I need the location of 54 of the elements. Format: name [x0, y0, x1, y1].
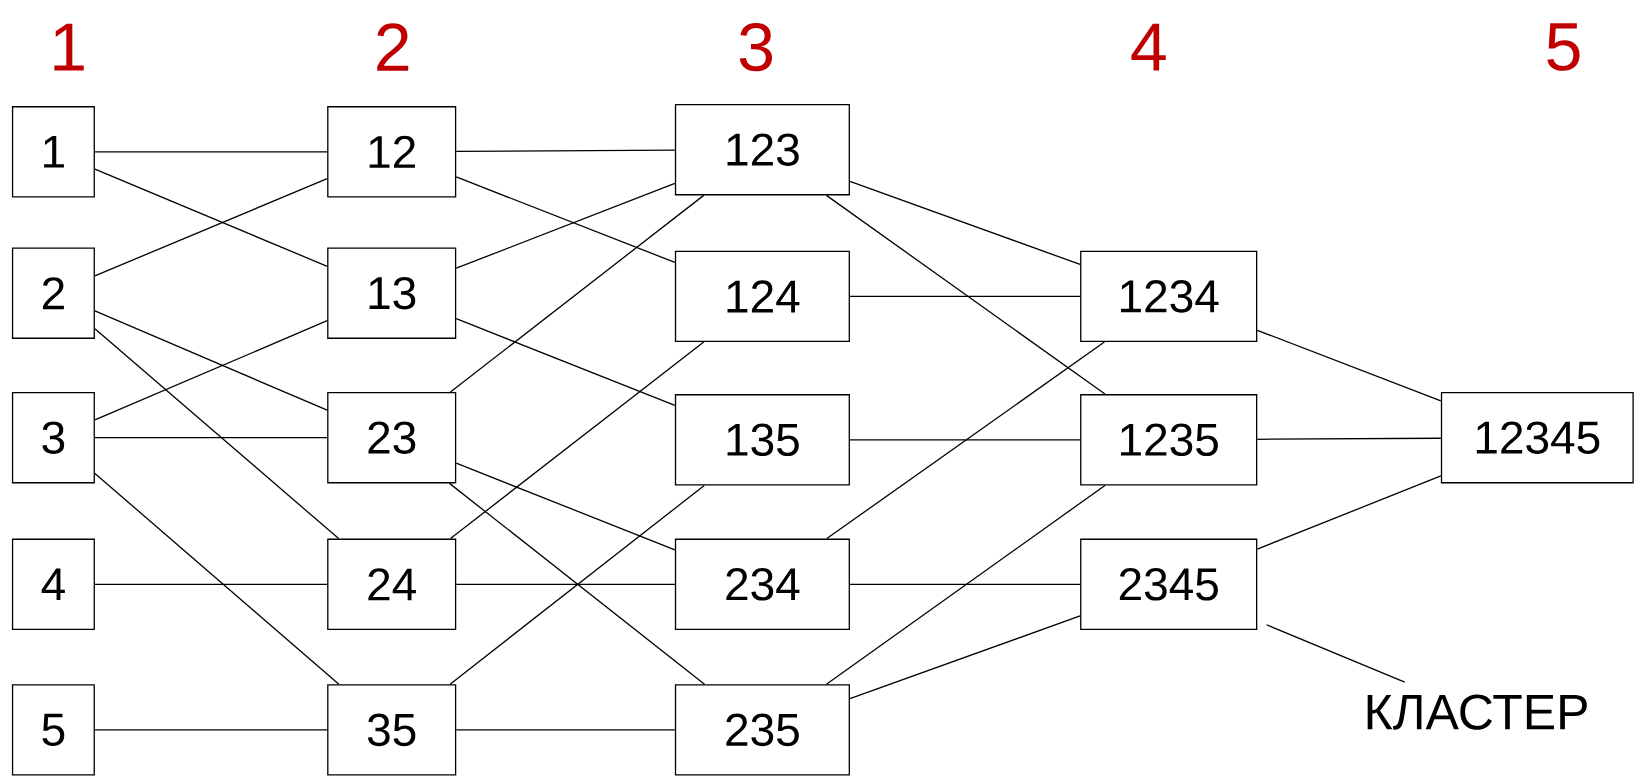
connector-line	[455, 583, 676, 585]
set-box: 3	[11, 392, 95, 484]
connector-line	[849, 295, 1081, 298]
set-box: 1234	[1080, 250, 1258, 343]
connector-line	[449, 194, 705, 393]
column-number: 5	[1547, 23, 1580, 71]
set-box: 1	[11, 106, 95, 198]
set-box: 123	[674, 104, 850, 196]
connector-line	[825, 484, 1106, 685]
connector-line	[849, 615, 1081, 700]
set-box: 12345	[1440, 392, 1634, 484]
connector-line	[94, 437, 328, 439]
connector-line	[1256, 437, 1442, 440]
connector-line	[449, 341, 705, 540]
set-box: 234	[674, 538, 850, 630]
set-box: 135	[674, 394, 850, 486]
connector-line	[825, 194, 1106, 395]
set-box: 13	[327, 247, 457, 339]
connector-line	[455, 729, 676, 731]
set-box: 23	[327, 392, 457, 484]
set-box: 2345	[1080, 538, 1258, 630]
set-box: 124	[674, 250, 850, 343]
connector-line	[849, 439, 1081, 441]
connector-line	[455, 149, 676, 153]
set-box: 35	[327, 684, 457, 776]
connector-line	[94, 328, 340, 540]
connector-line	[94, 310, 328, 411]
column-number: 2	[377, 23, 409, 71]
connector-line	[94, 178, 328, 277]
set-box: 2	[11, 247, 95, 339]
leader-line	[1265, 624, 1406, 683]
column-number: 3	[739, 23, 773, 72]
connector-line	[94, 320, 328, 421]
connector-line	[1256, 475, 1442, 550]
column-number: 4	[1131, 23, 1166, 71]
connector-line	[455, 318, 676, 406]
connector-line	[1256, 329, 1442, 402]
connector-line	[826, 341, 1106, 540]
connector-line	[94, 583, 328, 585]
cluster-label: КЛАСТЕР	[1367, 694, 1587, 730]
set-box: 235	[674, 684, 850, 776]
connector-line	[849, 583, 1081, 585]
connector-line	[455, 462, 676, 551]
set-box: 1235	[1080, 394, 1258, 486]
connector-line	[94, 168, 328, 267]
set-box: 4	[11, 538, 95, 630]
connector-line	[849, 180, 1081, 266]
set-box: 12	[327, 106, 457, 198]
connector-line	[94, 151, 328, 153]
column-number: 1	[54, 23, 84, 71]
connector-line	[94, 729, 328, 731]
set-box: 24	[327, 538, 457, 630]
set-box: 5	[11, 684, 95, 776]
connector-line	[94, 472, 340, 685]
